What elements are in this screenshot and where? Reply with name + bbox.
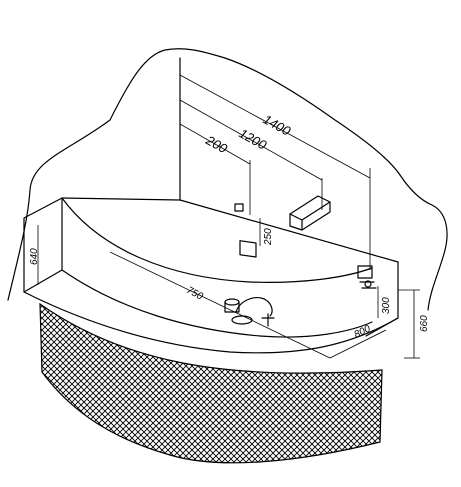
left-wall-base [61, 197, 181, 201]
dim-300-label: 300 [381, 297, 392, 314]
dim-750-label: 750 [185, 285, 205, 303]
right-wall-base [179, 199, 399, 263]
dim-660-label: 660 [419, 315, 430, 332]
tub-inner-rim [61, 197, 373, 283]
faucet-icon [224, 297, 275, 327]
dim-250-label: 250 [263, 228, 274, 246]
dim-800-line [329, 329, 387, 359]
dim-200-label: 200 [203, 132, 231, 156]
tub-base-curve [61, 269, 373, 338]
wall-outlet-icon [234, 203, 257, 258]
spout-icon [289, 195, 331, 231]
dim-1200-line [179, 99, 323, 181]
dim-750-line [109, 251, 331, 359]
dim-1400-line [179, 74, 371, 179]
control-valve-icon [357, 265, 377, 289]
dim-1200-label: 1200 [237, 126, 270, 154]
dim-1400-label: 1400 [261, 112, 294, 140]
tub-left-panel [23, 197, 63, 293]
dim-640-label: 640 [29, 248, 40, 265]
tub-outer-rim [23, 291, 399, 354]
dim-200-line [179, 123, 251, 165]
wall-outline [7, 48, 448, 311]
tub-front-skirt [39, 302, 383, 464]
